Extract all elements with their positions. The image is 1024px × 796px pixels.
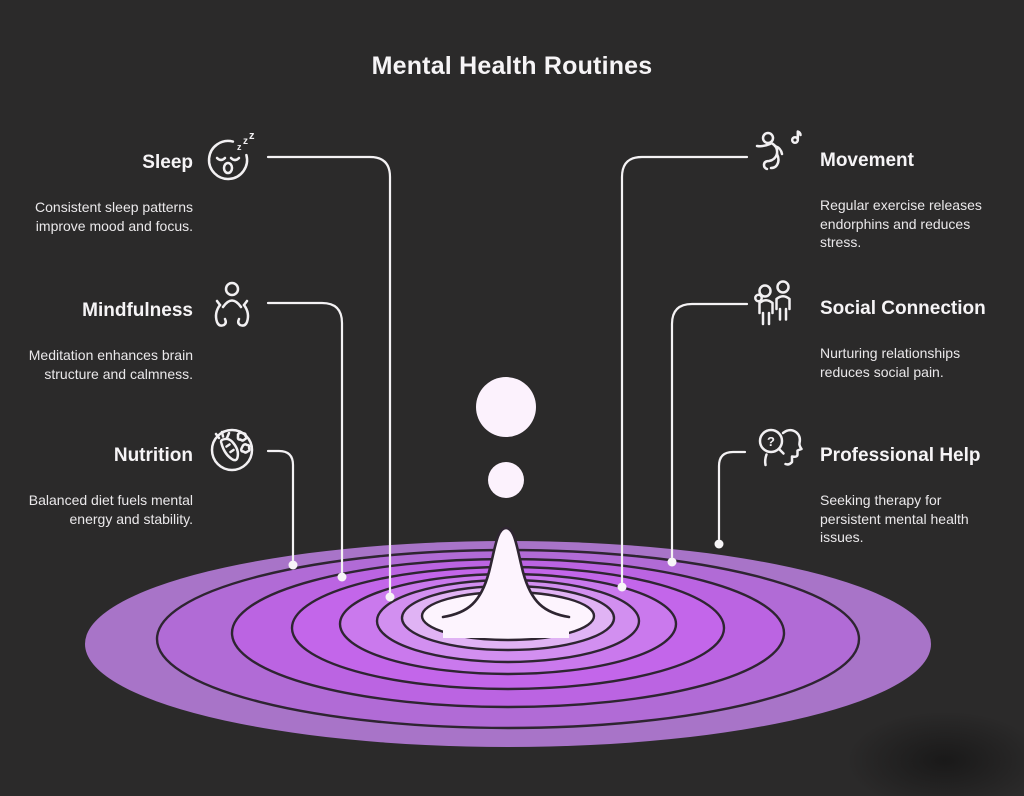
item-social-connection: Social Connection Nurturing relationship… (752, 277, 1004, 381)
item-mindfulness: Mindfulness Meditation enhances brain st… (28, 279, 258, 383)
svg-text:z: z (237, 142, 242, 152)
item-professional-title: Professional Help (820, 445, 981, 466)
connector-professional-dot (714, 539, 724, 549)
connector-nutrition (266, 449, 295, 562)
item-movement-title: Movement (820, 150, 914, 171)
item-sleep-description: Consistent sleep patterns improve mood a… (35, 199, 193, 234)
item-movement-description: Regular exercise releases endorphins and… (820, 197, 982, 250)
connector-movement (620, 155, 749, 584)
connector-social-dot (667, 557, 677, 567)
sleeping-face-icon: z z z (206, 130, 258, 183)
splash-fill (443, 528, 569, 638)
connector-movement-dot (617, 582, 627, 592)
item-movement: Movement Regular exercise releases endor… (752, 129, 1004, 252)
watermark-blob (848, 712, 1024, 796)
connector-social (670, 302, 749, 559)
item-nutrition: Nutrition Balanced diet fuels mental ene… (28, 424, 258, 528)
connector-mindfulness-dot (337, 572, 347, 582)
item-mindfulness-title: Mindfulness (82, 300, 193, 321)
item-sleep: Sleep z z z Consistent sleep patterns im… (28, 130, 258, 235)
splash-outline (441, 526, 571, 619)
svg-text:z: z (249, 131, 255, 142)
vegetables-icon (206, 424, 258, 476)
item-mindfulness-description: Meditation enhances brain structure and … (28, 347, 193, 382)
svg-text:?: ? (767, 434, 775, 449)
dancing-person-icon (752, 129, 804, 181)
item-nutrition-title: Nutrition (113, 445, 193, 466)
item-social-title: Social Connection (820, 298, 986, 319)
item-social-description: Nurturing relationships reduces social p… (820, 345, 961, 380)
connector-sleep (266, 155, 392, 594)
item-sleep-title: Sleep (142, 152, 193, 173)
item-professional-description: Seeking therapy for persistent mental he… (820, 492, 969, 545)
hands-holding-person-icon (206, 279, 258, 331)
page-title: Mental Health Routines (371, 52, 653, 80)
item-professional-help: ? Professional Help Seeking therapy for … (752, 424, 1004, 547)
droplet-large (476, 377, 536, 437)
people-icon (752, 277, 804, 329)
connector-mindfulness (266, 301, 344, 574)
connector-nutrition-dot (288, 560, 298, 570)
connector-professional (717, 450, 747, 541)
item-nutrition-description: Balanced diet fuels mental energy and st… (28, 492, 193, 527)
svg-text:z: z (243, 136, 248, 147)
connector-sleep-dot (385, 592, 395, 602)
droplet-small (488, 462, 524, 498)
head-question-icon: ? (752, 424, 804, 476)
